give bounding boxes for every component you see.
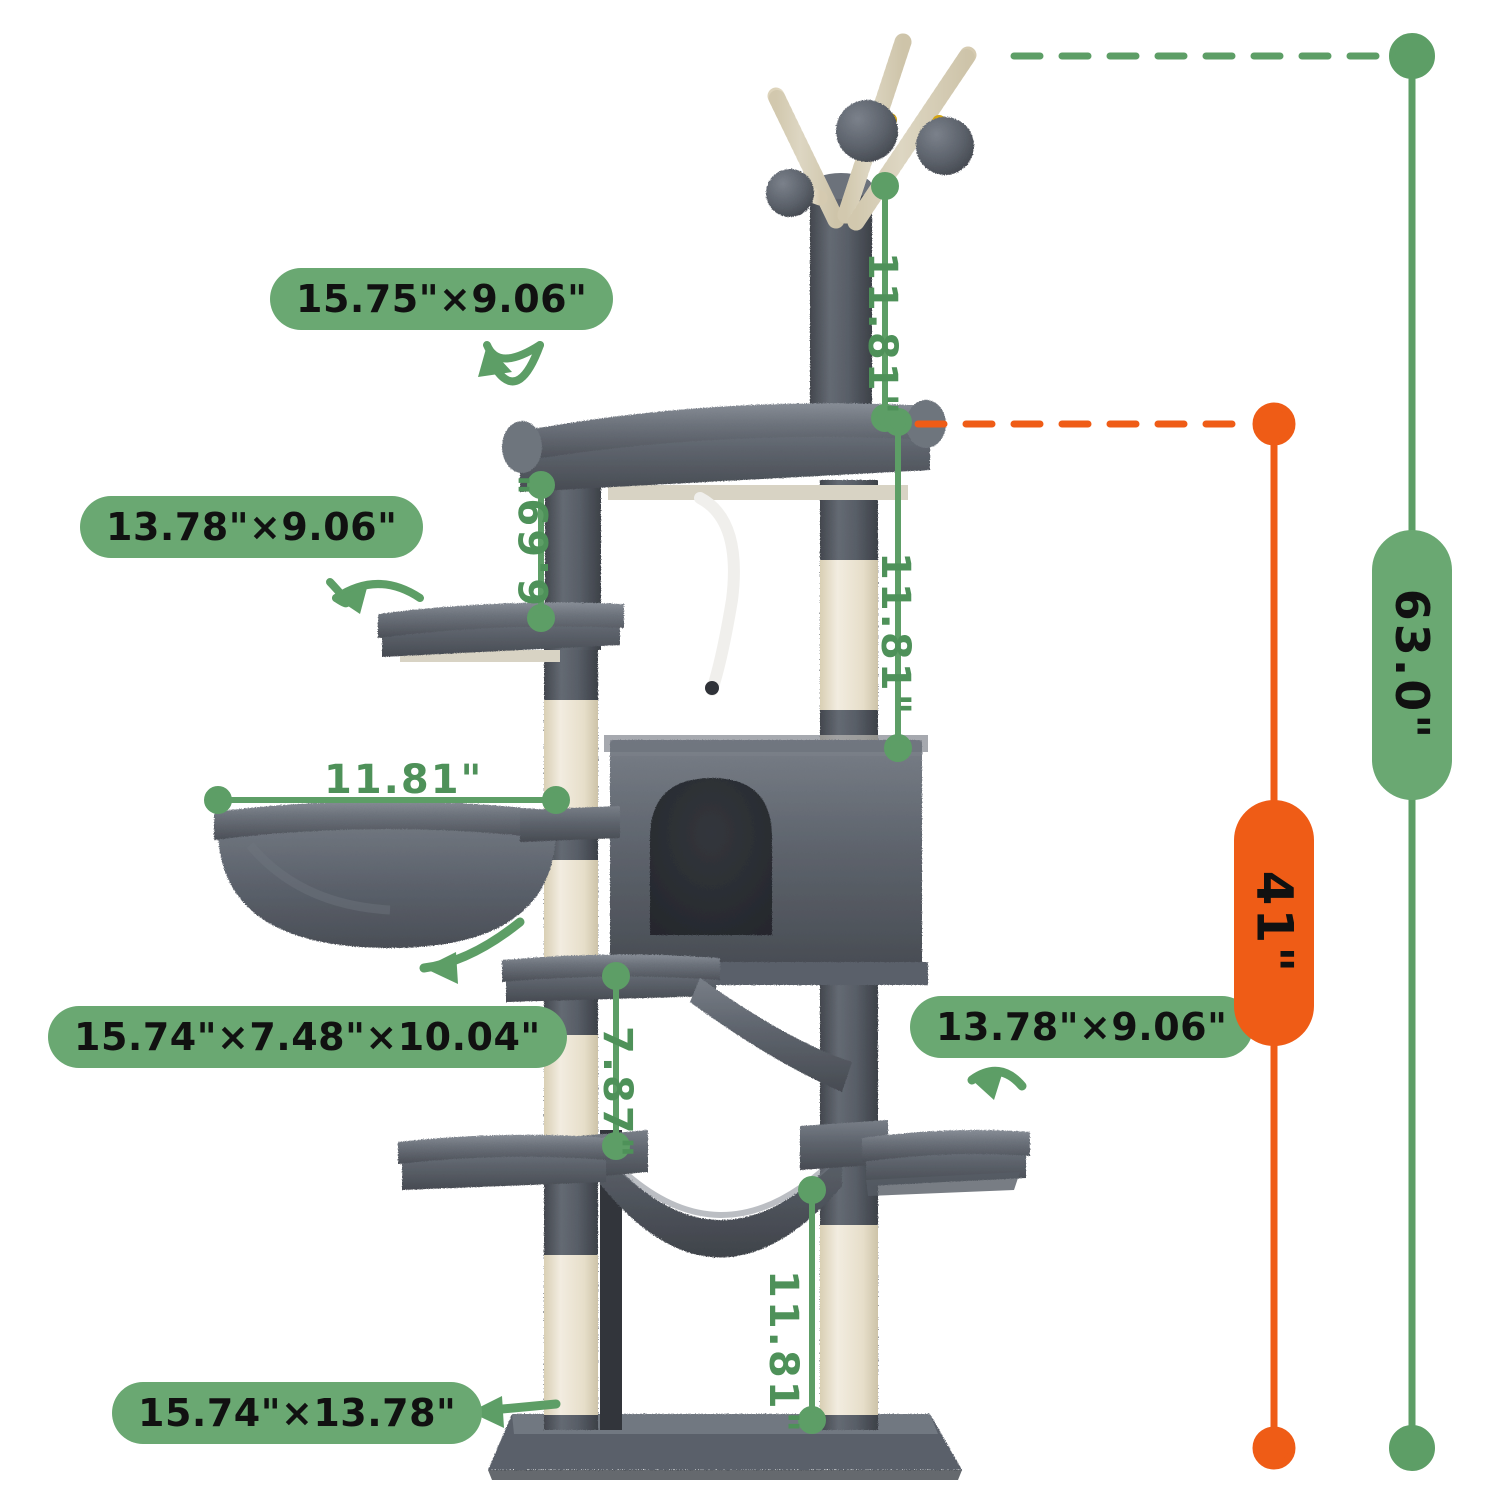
callout-basket: 15.74"×7.48"×10.04" bbox=[48, 1006, 567, 1068]
overall-upper-height-badge: 41" bbox=[1234, 800, 1314, 1046]
overall-upper-height-label: 41" bbox=[1245, 870, 1304, 976]
callout-top-perch: 15.75"×9.06" bbox=[270, 268, 614, 330]
lower-left-perch bbox=[398, 1134, 610, 1190]
measure-condo-height: 11.81" bbox=[872, 552, 918, 718]
measure-toy-post-height: 11.81" bbox=[859, 252, 905, 418]
lower-right-perch bbox=[862, 1130, 1030, 1196]
hanging-basket bbox=[214, 801, 620, 948]
condo-step bbox=[690, 978, 852, 1092]
endpoint-dot bbox=[1389, 33, 1435, 79]
center-left-post bbox=[600, 1130, 622, 1430]
endpoint-dot bbox=[1252, 1426, 1296, 1470]
overall-total-height-label: 63.0" bbox=[1385, 588, 1439, 742]
overall-total-height-badge: 63.0" bbox=[1372, 530, 1452, 800]
mid-shelf bbox=[378, 602, 624, 662]
measure-post-gap-height: 7.87" bbox=[594, 1026, 640, 1161]
condo-entrance bbox=[650, 778, 772, 935]
top-perch bbox=[502, 400, 946, 500]
measure-hammock-height: 11.81" bbox=[760, 1270, 806, 1436]
callout-lower-right-perch: 13.78"×9.06" bbox=[910, 996, 1254, 1058]
pompom-toys bbox=[766, 100, 974, 217]
callout-mid-shelf: 13.78"×9.06" bbox=[80, 496, 424, 558]
measure-top-perch-clearance: 6.69" bbox=[512, 471, 558, 606]
endpoint-dot bbox=[1252, 402, 1296, 446]
callout-base-board: 15.74"×13.78" bbox=[112, 1382, 483, 1444]
endpoint-dot bbox=[1389, 1425, 1435, 1471]
measure-basket-width: 11.81" bbox=[324, 757, 484, 803]
hanging-spring-toy bbox=[694, 492, 740, 696]
